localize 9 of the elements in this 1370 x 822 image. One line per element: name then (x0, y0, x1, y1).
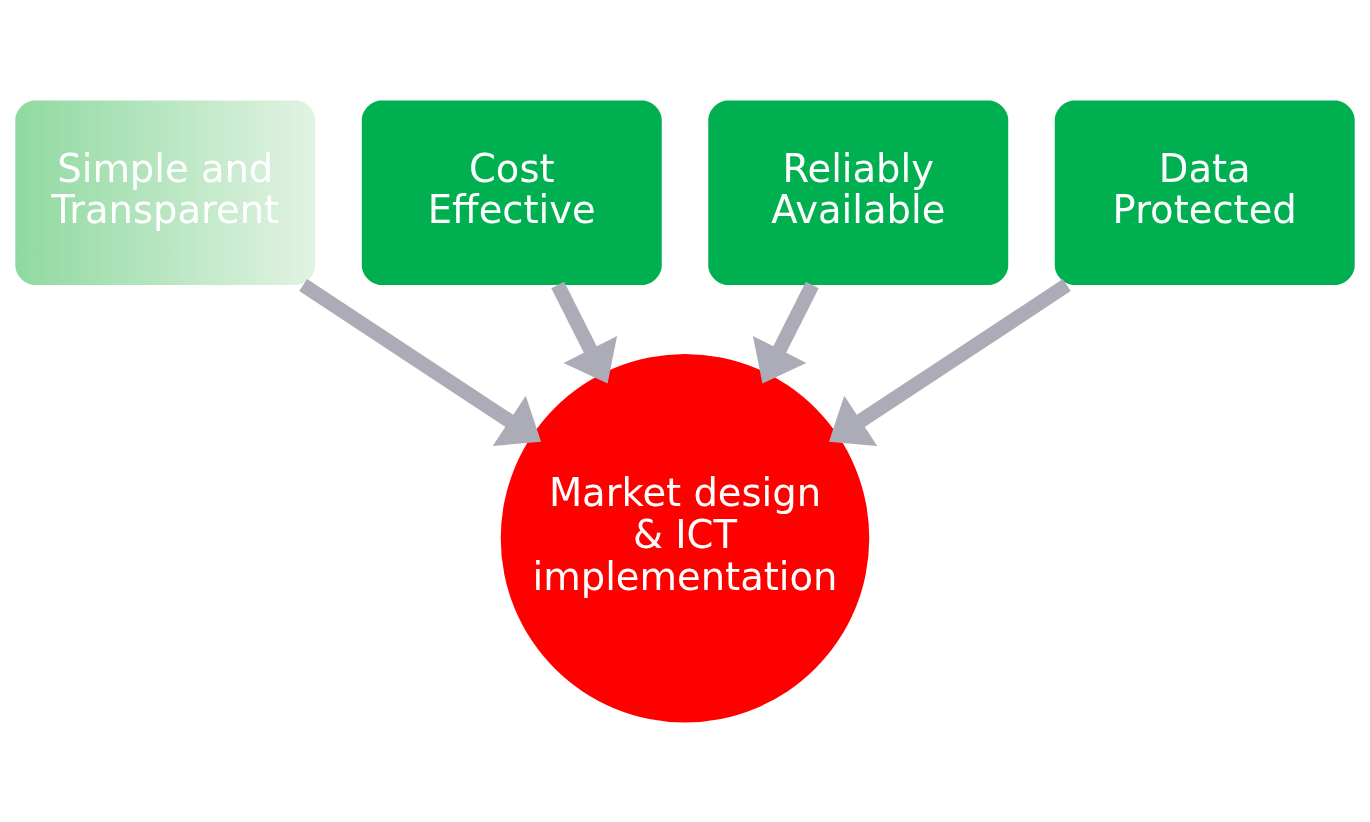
node-box: Simple and Transparent (15, 99, 316, 285)
node-box: Cost Effective (361, 99, 662, 285)
arrow (828, 278, 1071, 446)
arrow (752, 281, 819, 384)
arrow (551, 281, 618, 384)
node-circle: Market design & ICT implementation (500, 353, 870, 722)
arrow (299, 278, 542, 446)
node-box: Data Protected (1054, 99, 1355, 285)
node-box: Reliably Available (708, 99, 1009, 285)
